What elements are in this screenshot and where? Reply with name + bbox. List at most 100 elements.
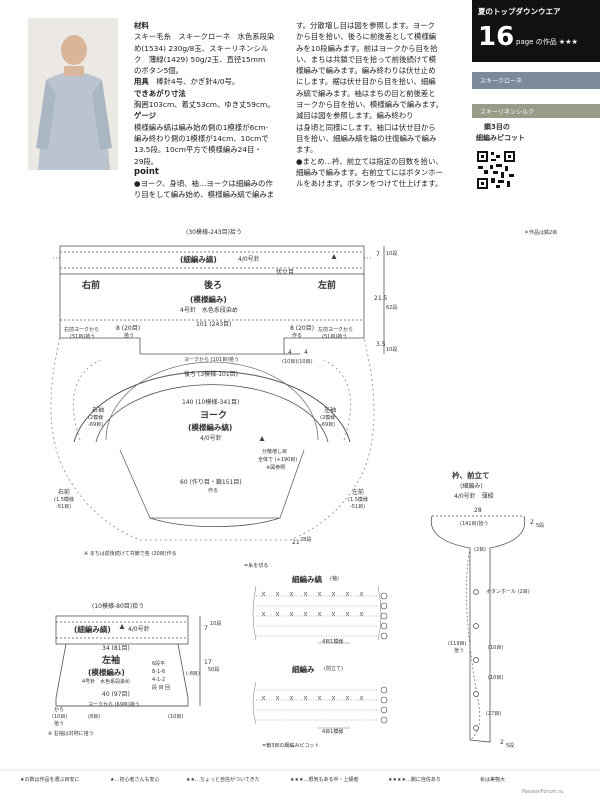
size-heading: できあがり寸法 bbox=[134, 88, 186, 98]
gauge-line: 29段。 bbox=[134, 156, 159, 166]
gusset-pick: 拾う bbox=[124, 333, 135, 339]
qr-caption: 鎖3目の bbox=[484, 123, 510, 131]
point-line: り目をして編み始め、模様編み縞で編みま bbox=[134, 190, 275, 200]
instruction-line: 細編みで編みます。右前立てにはボタンホー bbox=[296, 167, 444, 177]
cut-yarn-legend: =糸を切る bbox=[244, 563, 269, 569]
bind-off-label: 伏せ目 bbox=[276, 269, 295, 276]
stitch-chart-suffix: (前立て) bbox=[324, 666, 343, 672]
buttonhole-label: ボタンホール (2目) bbox=[486, 589, 530, 595]
sleeve-left-pick: から bbox=[54, 707, 65, 713]
right-sleeve-repeat: (2模様 bbox=[88, 415, 104, 421]
page-suffix: page の作品 ★★★ bbox=[516, 38, 578, 46]
instruction-line: い、まちは共鎖で目を拾って前後続けて模 bbox=[296, 54, 437, 64]
sleeve-left-pick-count: (10目) bbox=[52, 714, 68, 720]
yoke-front-left: 左前 bbox=[352, 489, 365, 496]
collar-needle: 4/0号針 薄緑 bbox=[454, 493, 494, 500]
instruction-line: み縞で編みます。袖はまちの目と前後差と bbox=[296, 88, 436, 98]
yoke-front-right-stitches: -51目) bbox=[56, 504, 72, 510]
sleeve-top-width: (10模様-80目)拾う bbox=[92, 603, 145, 610]
instruction-line: ルをあけます。ボタンをつけて仕上げます。 bbox=[296, 179, 443, 189]
swatch-label: スキークローネ bbox=[480, 78, 523, 85]
sleeve-height: 17 bbox=[204, 659, 212, 666]
gauge-line: 編み終わり側の1模様が14cm、10cmで bbox=[134, 133, 269, 143]
point-line: ●ヨーク、身頃、袖…ヨークは細編みの作 bbox=[134, 179, 273, 189]
instruction-line: ●まとめ…衿、前立ては指定の目数を拾い、 bbox=[296, 156, 443, 166]
body-top-width: (30模様-243目)拾う bbox=[186, 229, 242, 236]
instruction-line: 目を拾い、細編み縞を輪の往復編みで編み bbox=[296, 133, 437, 143]
sleeve-border-needle: 4/0号針 bbox=[128, 626, 150, 633]
qr-caption: 細編みピコット bbox=[476, 134, 525, 142]
side-rows: 10段 bbox=[386, 347, 398, 353]
increase-total: 全体で (+190目) bbox=[258, 457, 298, 463]
pair-stitches: (10目)(10目) bbox=[282, 359, 313, 365]
right-front-label: 右前 bbox=[82, 281, 101, 291]
materials-line: のボタン5個。 bbox=[134, 66, 184, 76]
placket-spacing: (10目) bbox=[488, 645, 504, 651]
increase-label: 分散増し目 bbox=[262, 449, 288, 455]
side-height: 3.5 bbox=[376, 341, 386, 348]
legend-yarn-note: 糸は実物大 bbox=[480, 777, 506, 783]
tools-heading: 用具 bbox=[134, 77, 149, 87]
yoke-back-pick: 後ろ (3模様-101目) bbox=[184, 371, 239, 378]
point-heading: point bbox=[134, 166, 159, 177]
placket-spacing: (10目) bbox=[488, 675, 504, 681]
body-pattern-title: (模様編み) bbox=[190, 295, 227, 304]
page-header-band: 夏のトップダウンウエア 16 page の作品 ★★★ bbox=[472, 0, 600, 62]
body-border-title: (細編み縞) bbox=[180, 255, 217, 264]
body-height: 21.5 bbox=[374, 295, 388, 302]
decrease-rows: 8-1-6 bbox=[152, 669, 166, 675]
placket-height: 2 bbox=[500, 739, 504, 746]
body-border-cm: 7 bbox=[376, 251, 380, 258]
legend-level-4: ★★★★…腕に自信あり bbox=[388, 777, 441, 783]
sleeve-top-stitches: 34 (81目) bbox=[102, 645, 130, 652]
model-photo bbox=[28, 18, 118, 170]
yarn-swatch-2: スキーリネンシルク bbox=[472, 104, 600, 118]
size-text: 胸囲103cm、着丈53cm、ゆき丈59cm。 bbox=[134, 100, 275, 110]
instructions-column: す。分散増し目は図を参照します。ヨーク から目を拾い、後ろに前後差として模様編 … bbox=[296, 20, 468, 189]
materials-column: 材料 スキー毛糸 スキークローネ 水色系段染 め(1534) 230g/8玉、ス… bbox=[134, 20, 294, 201]
collar-height: 2 bbox=[530, 519, 534, 526]
sleeve-yoke-pickup: ヨークから (69目)拾う bbox=[88, 702, 140, 708]
instruction-line: にします。裾は伏せ目から目を拾い、細編 bbox=[296, 77, 436, 87]
sleeve-mid-pick-count: (8目) bbox=[88, 714, 101, 720]
qr-code[interactable] bbox=[476, 150, 516, 190]
body-pattern-needle: 4号針 水色系段染め bbox=[180, 307, 238, 314]
instruction-line: ます。 bbox=[296, 145, 318, 155]
gusset-make: 作る bbox=[292, 333, 303, 339]
placket-pickup: (119目) bbox=[448, 641, 467, 647]
sleeve-title: 左袖 bbox=[102, 656, 121, 666]
legend-level-2: ★★…ちょっと自信がついてきた bbox=[186, 777, 260, 783]
difficulty-legend: ★の数は作品を選ぶ目安に ★…初心者さんも安心 ★★…ちょっと自信がついてきた … bbox=[0, 772, 600, 800]
materials-line: スキー毛糸 スキークローネ 水色系段染 bbox=[134, 32, 275, 42]
decrease-rows: 4-1-2 bbox=[152, 677, 166, 683]
watermark: PassionForum.ru bbox=[522, 789, 564, 795]
legend-intro: ★の数は作品を選ぶ目安に bbox=[20, 777, 80, 783]
yarn-swatch-1: スキークローネ bbox=[472, 72, 600, 89]
gusset-note: ※ まちは前後続けて共鎖で各 (20目)作る bbox=[84, 551, 177, 557]
sleeve-bottom-width: 40 (97目) bbox=[102, 691, 130, 698]
qr-note: ＊作品は錆2目 bbox=[524, 230, 558, 236]
sleeve-mirror-note: ※ 右袖は対称に拾う bbox=[48, 731, 94, 737]
decrease-total: (-8目) bbox=[186, 671, 200, 677]
materials-line: ク 薄緑(1429) 50g/2玉、直径15mm bbox=[134, 54, 266, 64]
series-title: 夏のトップダウンウエア bbox=[478, 7, 561, 16]
body-border-rows: 10段 bbox=[386, 251, 398, 257]
body-width: 101 (243目) bbox=[196, 321, 232, 328]
pair-width: 4 bbox=[288, 349, 292, 356]
materials-line: め(1534) 230g/8玉、スキーリネンシル bbox=[134, 43, 269, 53]
left-sleeve-stitches: -69目) bbox=[320, 422, 336, 428]
gauge-line: 模様編み縞は編み始め側の1模様が6cm- bbox=[134, 122, 269, 132]
instruction-line: みを10段編みます。前はヨークから目を拾 bbox=[296, 43, 438, 53]
swatch-label: スキーリネンシルク bbox=[480, 109, 535, 116]
yoke-start-make: 作る bbox=[208, 488, 219, 494]
yoke-front-left-stitches: -51目) bbox=[350, 504, 366, 510]
qr-code-icon bbox=[476, 150, 516, 190]
yoke-start: 60 (作り目・鎖151目) bbox=[180, 479, 242, 486]
stitch-repeat: 4目1模様 bbox=[322, 729, 344, 735]
model-illustration bbox=[28, 18, 118, 170]
sleeve-pattern: (模様編み) bbox=[88, 668, 125, 677]
left-sleeve-repeat: (2模様 bbox=[320, 415, 336, 421]
page-number: 16 bbox=[478, 22, 515, 52]
sleeve-right-pick-count: (10目) bbox=[168, 714, 184, 720]
legend-level-3: ★★★…根気もある中・上級者 bbox=[290, 777, 359, 783]
